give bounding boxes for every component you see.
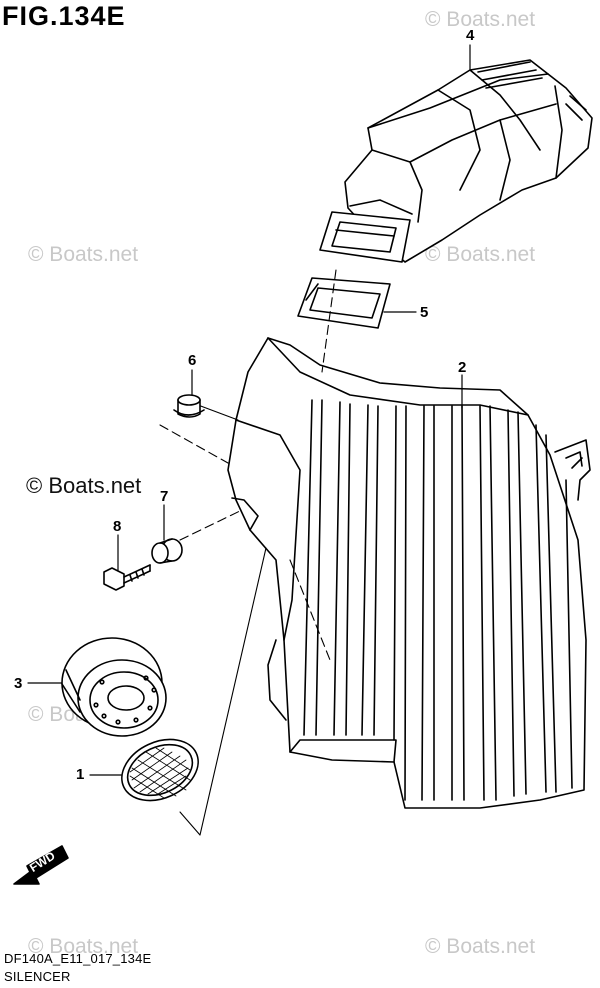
seal-part-5[interactable]	[297, 277, 391, 329]
callout-3: 3	[14, 675, 23, 692]
diagram-code: DF140A_E11_017_134E	[4, 951, 152, 966]
callout-5: 5	[420, 304, 429, 321]
bolt-part-8[interactable]	[103, 564, 151, 591]
watermark: © Boats.net	[425, 8, 536, 31]
diagram-name: SILENCER	[4, 969, 71, 984]
silencer-body-part-2[interactable]	[227, 337, 591, 809]
intake-duct-part-4[interactable]	[319, 59, 593, 263]
filter-housing-part-3[interactable]	[61, 637, 167, 737]
callout-2: 2	[458, 359, 467, 376]
watermark: © Boats.net	[425, 935, 536, 958]
grommet-part-6[interactable]	[173, 394, 205, 418]
watermark: © Boats.net	[425, 243, 536, 266]
watermark-main: © Boats.net	[26, 473, 142, 498]
callout-4: 4	[466, 27, 475, 44]
figure-title: FIG.134E	[2, 1, 126, 31]
filter-screen-part-1[interactable]	[112, 728, 208, 813]
watermark: © Boats.net	[28, 243, 139, 266]
forward-direction-arrow	[13, 845, 69, 885]
callout-1: 1	[76, 766, 85, 783]
callout-7: 7	[160, 488, 169, 505]
callout-8: 8	[113, 518, 122, 535]
bushing-part-7[interactable]	[151, 538, 183, 564]
callout-6: 6	[188, 352, 197, 369]
watermark: © Boats.net	[28, 935, 139, 958]
